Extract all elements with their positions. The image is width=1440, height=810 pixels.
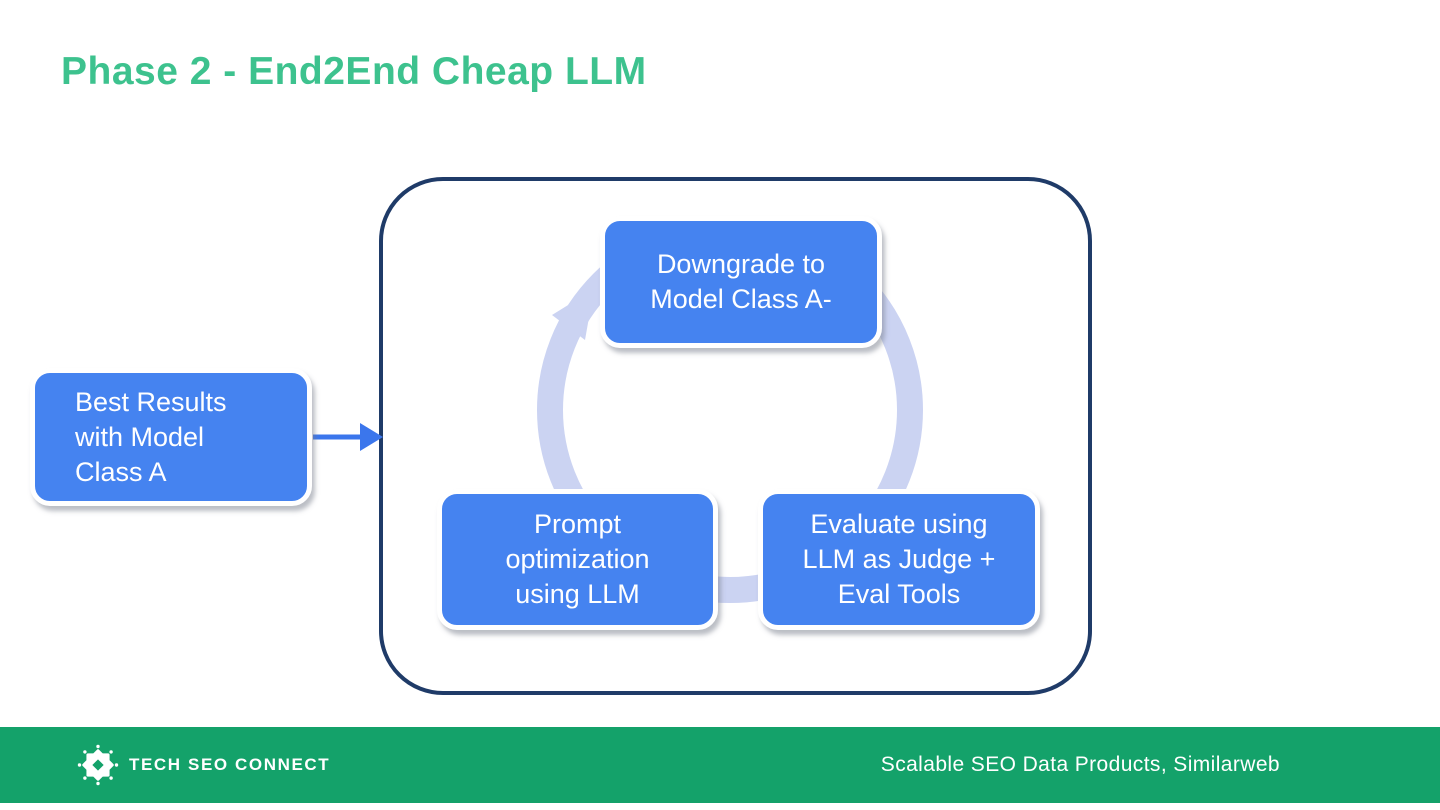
footer-logo: TECH SEO CONNECT	[76, 727, 330, 803]
node-prompt-optimization: Prompt optimization using LLM	[437, 489, 718, 630]
node-best-results: Best Results with Model Class A	[30, 368, 312, 506]
input-arrow-icon	[313, 423, 383, 451]
footer-brand: TECH SEO CONNECT	[129, 755, 331, 774]
node-downgrade: Downgrade to Model Class A-	[600, 216, 882, 348]
footer-caption: Scalable SEO Data Products, Similarweb	[880, 753, 1280, 776]
tech-seo-connect-logo-icon	[77, 744, 119, 786]
footer-bar: TECH SEO CONNECT Scalable SEO Data Produ…	[0, 727, 1440, 803]
node-evaluate: Evaluate using LLM as Judge + Eval Tools	[758, 489, 1040, 630]
slide-title: Phase 2 - End2End Cheap LLM	[61, 50, 647, 93]
